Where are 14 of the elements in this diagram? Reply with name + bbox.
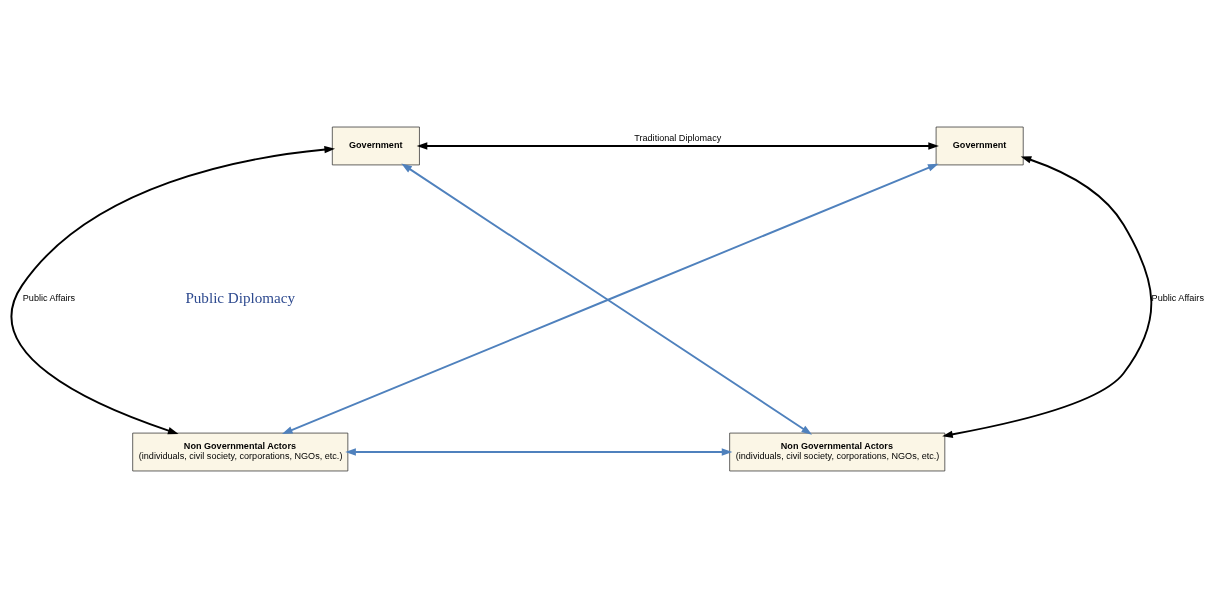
arrow	[281, 163, 939, 435]
arrow	[416, 142, 939, 150]
arrow	[942, 156, 1153, 438]
node-box: Government	[331, 126, 420, 166]
node-box: Non Governmental Actors (individuals, civil society, corporations, NGOs, etc.)	[729, 432, 946, 472]
node-box: Government	[935, 126, 1024, 166]
arrow	[345, 448, 733, 456]
arrow	[401, 163, 813, 435]
edge-label: Public Affairs	[1151, 293, 1204, 304]
edge-label: Traditional Diplomacy	[634, 133, 722, 144]
arrow	[10, 145, 335, 435]
label: Public Diplomacy	[185, 288, 296, 306]
node-box: Non Governmental Actors (individuals, civil society, corporations, NGOs, etc.)	[132, 432, 349, 472]
edge-label: Public Affairs	[22, 293, 76, 304]
